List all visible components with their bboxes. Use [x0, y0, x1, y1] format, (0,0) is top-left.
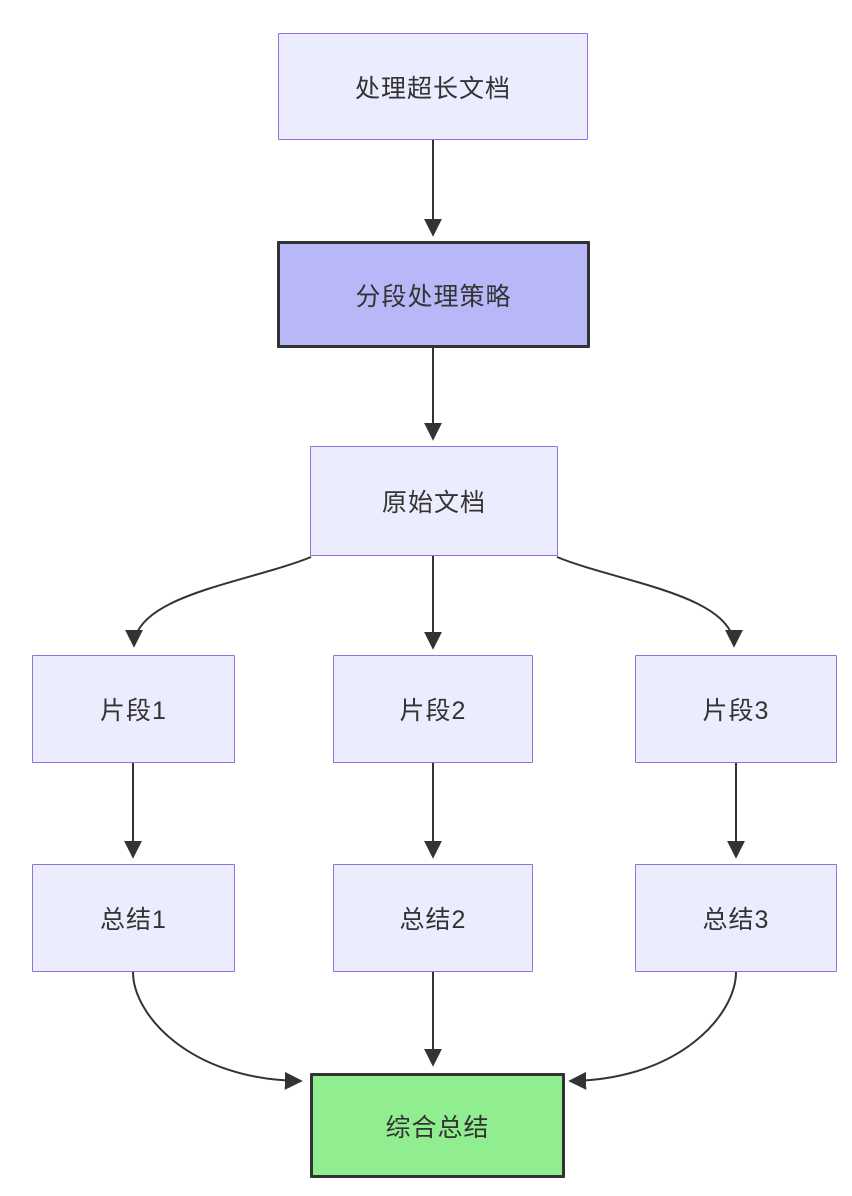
node-final-summary: 综合总结: [310, 1073, 565, 1178]
node-summary-3: 总结3: [635, 864, 837, 972]
node-fragment-3: 片段3: [635, 655, 837, 763]
node-summary-1: 总结1: [32, 864, 235, 972]
edge-original-to-fragment1: [125, 556, 312, 648]
node-summary-2: 总结2: [333, 864, 533, 972]
node-summary-1-label: 总结1: [100, 906, 167, 934]
node-fragment-1-label: 片段1: [100, 697, 167, 725]
node-original-document: 原始文档: [310, 446, 558, 556]
edge-summary1-to-final: [132, 971, 303, 1090]
node-fragment-2: 片段2: [333, 655, 533, 763]
node-fragment-3-label: 片段3: [702, 697, 770, 725]
node-segmentation-strategy: 分段处理策略: [277, 241, 590, 348]
node-summary-3-label: 总结3: [702, 906, 770, 934]
node-fragment-2-label: 片段2: [399, 697, 467, 725]
edge-original-to-fragment3: [556, 556, 743, 648]
node-fragment-1: 片段1: [32, 655, 235, 763]
node-original-document-label: 原始文档: [381, 489, 486, 517]
node-process-long-document-label: 处理超长文档: [354, 74, 511, 103]
node-process-long-document: 处理超长文档: [278, 33, 588, 140]
edge-summary3-to-final: [568, 971, 737, 1090]
node-segmentation-strategy-label: 分段处理策略: [355, 282, 512, 311]
node-final-summary-label: 综合总结: [385, 1113, 490, 1142]
node-summary-2-label: 总结2: [399, 906, 467, 934]
